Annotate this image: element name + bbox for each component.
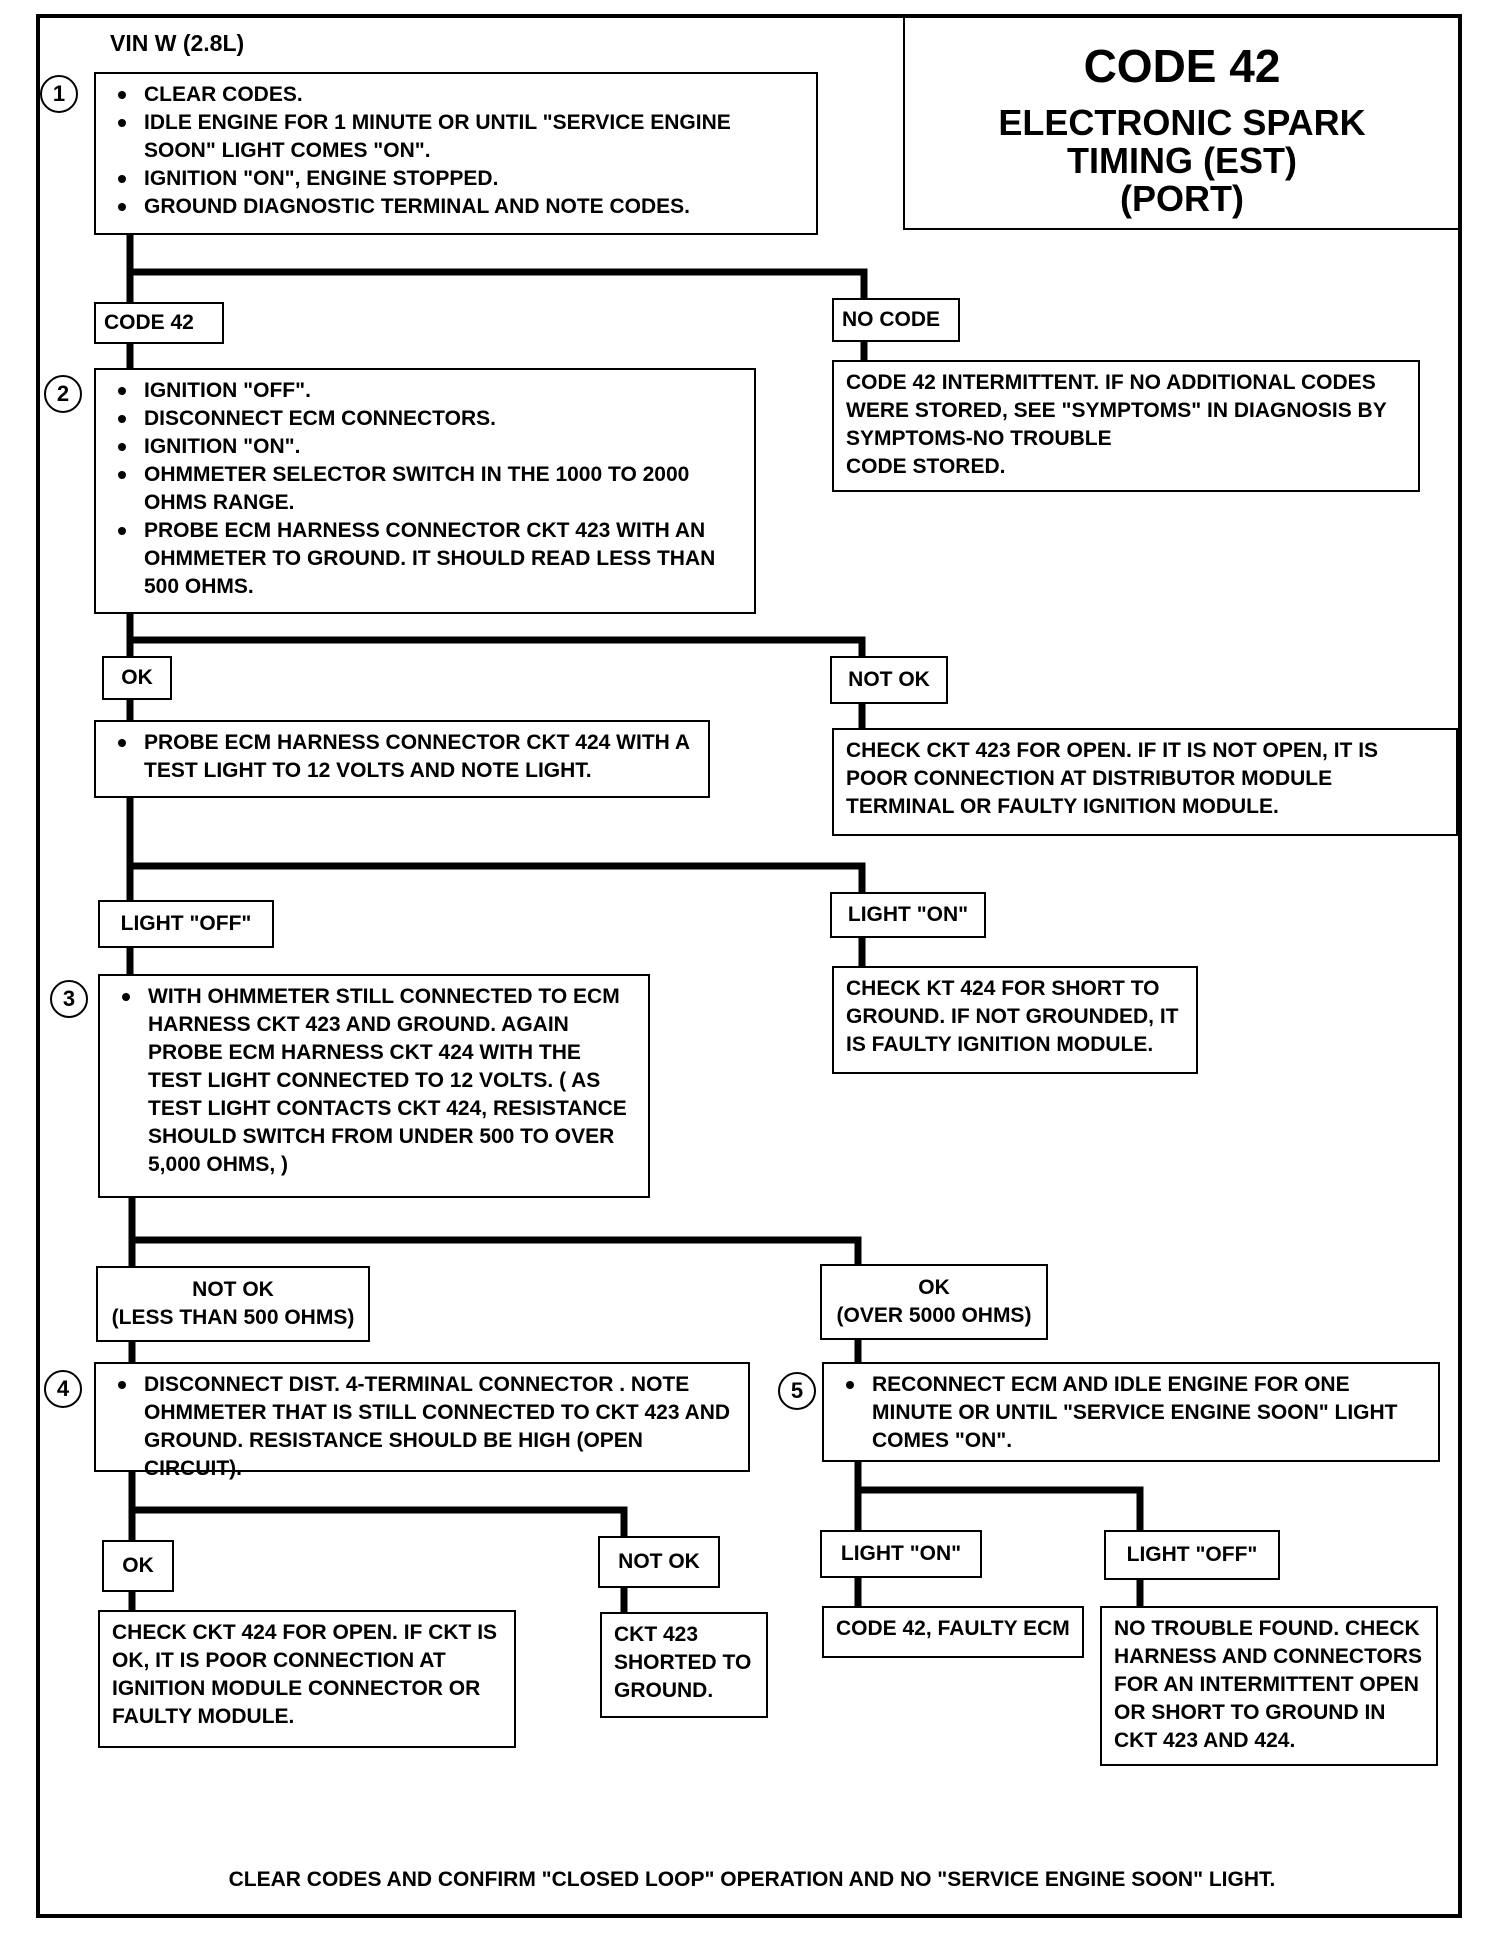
step-2-item: DISCONNECT ECM CONNECTORS. bbox=[108, 405, 742, 433]
step-2-item: IGNITION "ON". bbox=[108, 433, 742, 461]
step-4-box: DISCONNECT DIST. 4-TERMINAL CONNECTOR . … bbox=[94, 1362, 750, 1480]
step-number-1: 1 bbox=[40, 75, 78, 113]
step-2-list: IGNITION "OFF". DISCONNECT ECM CONNECTOR… bbox=[108, 377, 742, 601]
step-2-item: PROBE ECM HARNESS CONNECTOR CKT 423 WITH… bbox=[108, 517, 742, 601]
step-5-box: RECONNECT ECM AND IDLE ENGINE FOR ONE MI… bbox=[822, 1362, 1440, 1462]
step-number-5: 5 bbox=[778, 1372, 816, 1410]
step-3-list: WITH OHMMETER STILL CONNECTED TO ECM HAR… bbox=[112, 983, 636, 1179]
branch-label-light-off-2: LIGHT "OFF" bbox=[1104, 1530, 1280, 1580]
connector-4 bbox=[128, 1192, 862, 1272]
page-subtitle: ELECTRONIC SPARK TIMING (EST) (PORT) bbox=[998, 102, 1366, 219]
branch-label-not-ok-less-500: NOT OK (LESS THAN 500 OHMS) bbox=[96, 1266, 370, 1342]
step-number-3: 3 bbox=[50, 980, 88, 1018]
page-frame bbox=[36, 14, 1462, 1918]
connector-5 bbox=[128, 1464, 628, 1542]
branch-label-ok-1: OK bbox=[102, 656, 172, 700]
step-2b-box: PROBE ECM HARNESS CONNECTOR CKT 424 WITH… bbox=[94, 720, 710, 798]
title-block: CODE 42 ELECTRONIC SPARK TIMING (EST) (P… bbox=[903, 16, 1461, 230]
step-5-item: RECONNECT ECM AND IDLE ENGINE FOR ONE MI… bbox=[836, 1371, 1426, 1455]
step-1-list: CLEAR CODES. IDLE ENGINE FOR 1 MINUTE OR… bbox=[108, 81, 804, 221]
result-light-off-2: NO TROUBLE FOUND. CHECK HARNESS AND CONN… bbox=[1100, 1606, 1438, 1766]
branch-label-code42: CODE 42 bbox=[94, 302, 224, 344]
branch-label-ok-over-5000: OK (OVER 5000 OHMS) bbox=[820, 1264, 1048, 1340]
result-light-on-1: CHECK KT 424 FOR SHORT TO GROUND. IF NOT… bbox=[832, 966, 1198, 1074]
branch-label-ok-2: OK bbox=[102, 1540, 174, 1592]
step-5-list: RECONNECT ECM AND IDLE ENGINE FOR ONE MI… bbox=[836, 1371, 1426, 1455]
branch-label-not-ok-2: NOT OK bbox=[598, 1536, 720, 1588]
branch-label-light-on-2: LIGHT "ON" bbox=[820, 1530, 982, 1578]
page-title: CODE 42 bbox=[1083, 40, 1281, 92]
footer-instruction: CLEAR CODES AND CONFIRM "CLOSED LOOP" OP… bbox=[228, 1868, 1276, 1891]
result-not-ok-2: CKT 423 SHORTED TO GROUND. bbox=[600, 1612, 768, 1718]
step-2b-item: PROBE ECM HARNESS CONNECTOR CKT 424 WITH… bbox=[108, 729, 696, 785]
step-4-list: DISCONNECT DIST. 4-TERMINAL CONNECTOR . … bbox=[108, 1371, 736, 1483]
connector-3 bbox=[126, 791, 866, 898]
step-2-box: IGNITION "OFF". DISCONNECT ECM CONNECTOR… bbox=[94, 368, 756, 614]
step-3-box: WITH OHMMETER STILL CONNECTED TO ECM HAR… bbox=[98, 974, 650, 1198]
step-2-item: OHMMETER SELECTOR SWITCH IN THE 1000 TO … bbox=[108, 461, 742, 517]
step-1-item: GROUND DIAGNOSTIC TERMINAL AND NOTE CODE… bbox=[108, 193, 804, 221]
result-not-ok-1: CHECK CKT 423 FOR OPEN. IF IT IS NOT OPE… bbox=[832, 728, 1458, 836]
step-2-item: IGNITION "OFF". bbox=[108, 377, 742, 405]
connector-2 bbox=[126, 608, 866, 664]
step-number-2: 2 bbox=[44, 375, 82, 413]
connector-1 bbox=[126, 231, 868, 304]
step-1-item: IGNITION "ON", ENGINE STOPPED. bbox=[108, 165, 804, 193]
branch-label-light-off-1: LIGHT "OFF" bbox=[98, 900, 274, 948]
branch-label-not-ok-1: NOT OK bbox=[830, 656, 948, 704]
result-no-code: CODE 42 INTERMITTENT. IF NO ADDITIONAL C… bbox=[832, 360, 1420, 492]
vin-label: VIN W (2.8L) bbox=[110, 30, 245, 56]
step-1-item: IDLE ENGINE FOR 1 MINUTE OR UNTIL "SERVI… bbox=[108, 109, 804, 165]
step-4-item: DISCONNECT DIST. 4-TERMINAL CONNECTOR . … bbox=[108, 1371, 736, 1483]
branch-label-no-code: NO CODE bbox=[832, 298, 960, 342]
result-light-on-2: CODE 42, FAULTY ECM bbox=[822, 1606, 1084, 1658]
step-3-item: WITH OHMMETER STILL CONNECTED TO ECM HAR… bbox=[112, 983, 636, 1179]
step-1-item: CLEAR CODES. bbox=[108, 81, 804, 109]
result-ok-2: CHECK CKT 424 FOR OPEN. IF CKT IS OK, IT… bbox=[98, 1610, 516, 1748]
connector-6 bbox=[854, 1454, 1144, 1534]
branch-label-light-on-1: LIGHT "ON" bbox=[830, 892, 986, 938]
step-number-4: 4 bbox=[44, 1370, 82, 1408]
step-2b-list: PROBE ECM HARNESS CONNECTOR CKT 424 WITH… bbox=[108, 729, 696, 785]
step-1-box: CLEAR CODES. IDLE ENGINE FOR 1 MINUTE OR… bbox=[94, 72, 818, 235]
